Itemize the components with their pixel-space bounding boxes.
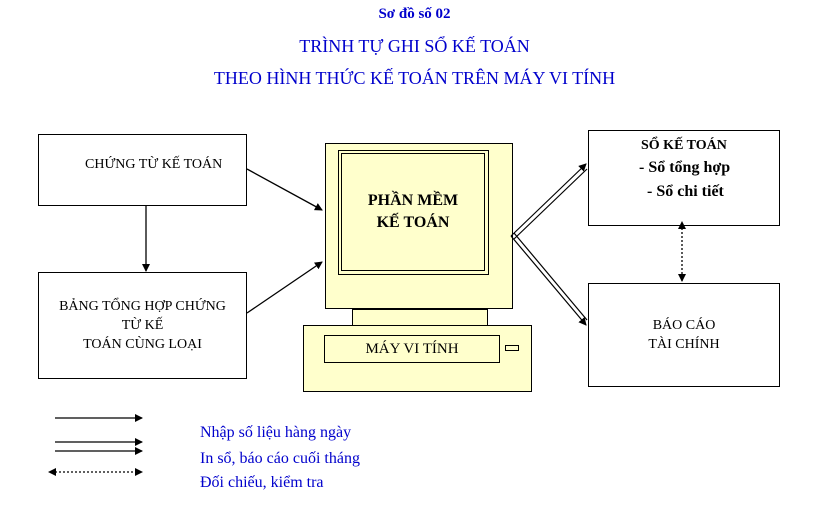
drive-slot: [505, 345, 519, 351]
bang-tong-hop-line-1: BẢNG TỔNG HỢP CHỨNG: [59, 299, 226, 314]
bao-cao-line-1: BÁO CÁO: [652, 318, 716, 333]
bang-tong-hop-line-2: TỪ KẾ: [121, 318, 164, 333]
legend-nhap-so-lieu: Nhập số liệu hàng ngày: [200, 424, 352, 441]
so-ke-toan-box: SỔ KẾ TOÁN - Sổ tổng hợp - Sổ chi tiết: [588, 130, 780, 226]
chung-tu-ke-toan-label: CHỨNG TỪ KẾ TOÁN: [85, 157, 223, 172]
may-vi-tinh-label: MÁY VI TÍNH: [324, 335, 500, 363]
phan-mem-line-1: PHẦN MỀM: [367, 192, 459, 209]
bao-cao-line-2: TÀI CHÍNH: [648, 337, 720, 352]
arrow-chungtu-to-software: [246, 168, 323, 211]
diagram-title: TRÌNH TỰ GHI SỔ KẾ TOÁN: [299, 36, 530, 56]
diagram-subtitle: THEO HÌNH THỨC KẾ TOÁN TRÊN MÁY VI TÍNH: [213, 68, 616, 88]
legend-doi-chieu: Đối chiếu, kiểm tra: [200, 474, 324, 491]
bang-tong-hop-box: BẢNG TỔNG HỢP CHỨNG TỪ KẾ TOÁN CÙNG LOẠI: [38, 272, 247, 379]
arrow-software-to-bao-cao-b: [513, 232, 588, 321]
diagram-number: Sơ đồ số 02: [378, 6, 451, 22]
arrow-software-to-bao-cao-a: [510, 235, 587, 326]
phan-mem-line-2: KẾ TOÁN: [376, 214, 450, 231]
legend-in-so-bao-cao: In sổ, báo cáo cuối tháng: [200, 450, 360, 467]
bao-cao-tai-chinh-box: BÁO CÁO TÀI CHÍNH: [588, 283, 780, 387]
arrow-software-to-so-ke-toan-b: [513, 168, 588, 240]
arrow-software-to-so-ke-toan-a: [510, 163, 587, 237]
chung-tu-ke-toan-box: CHỨNG TỪ KẾ TOÁN: [38, 134, 247, 206]
bang-tong-hop-line-3: TOÁN CÙNG LOẠI: [83, 337, 202, 352]
arrow-banghop-to-software: [246, 261, 323, 314]
so-ke-toan-heading: SỔ KẾ TOÁN: [641, 138, 727, 153]
phan-mem-ke-toan-screen: PHẦN MỀM KẾ TOÁN: [341, 153, 485, 271]
so-tong-hop-item: - Sổ tổng hợp: [639, 159, 731, 176]
so-chi-tiet-item: - Sổ chi tiết: [647, 183, 724, 200]
